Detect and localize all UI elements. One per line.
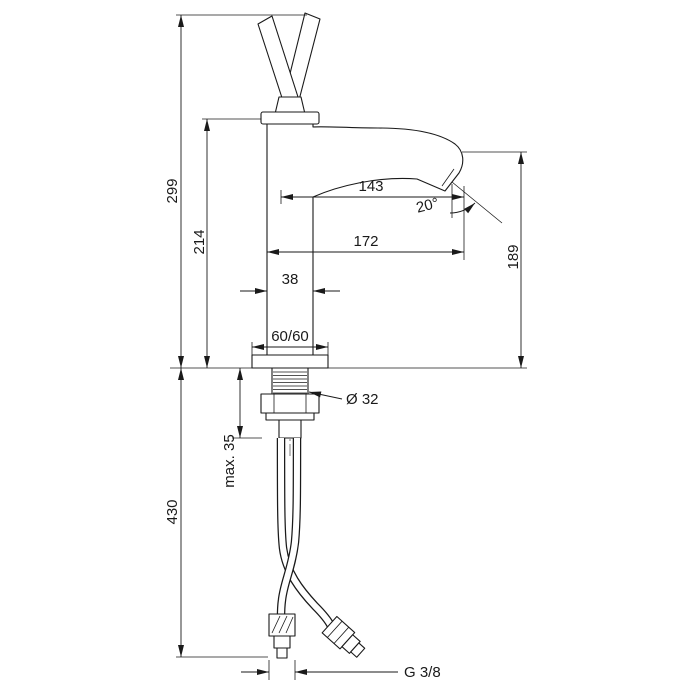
label-189: 189 (505, 244, 522, 269)
hose-connector-left (268, 613, 296, 659)
dimension-reach-143: 143 (280, 178, 465, 260)
dimension-height-214: 214 (191, 118, 261, 368)
label-dia-32: Ø 32 (346, 391, 379, 408)
supply-hoses (276, 437, 335, 629)
washer (265, 412, 315, 421)
label-430: 430 (164, 499, 181, 524)
handle-base-cap (260, 111, 320, 125)
label-38: 38 (282, 271, 299, 288)
thread-hatch (273, 371, 307, 394)
label-20deg: 20° (414, 195, 440, 217)
shank-tail (278, 419, 302, 439)
label-max-35: max. 35 (221, 434, 238, 487)
dimension-base-60-60: 60/60 (251, 328, 329, 356)
outlet-angle-ref (451, 181, 503, 224)
aerator-line (441, 168, 455, 187)
hose-right-inner (278, 437, 334, 628)
dimension-height-189: 189 (462, 151, 527, 368)
dimension-diameter-32: Ø 32 (308, 391, 379, 408)
dimension-height-430: 430 (164, 368, 268, 658)
body-and-spout-outline (266, 123, 464, 356)
escutcheon (251, 354, 329, 369)
mounting-nut (260, 393, 320, 414)
dimension-max-35: max. 35 (221, 368, 262, 488)
connector-left-mid (273, 635, 291, 649)
connector-right-tail (350, 642, 366, 658)
hose-connector-right (321, 615, 366, 658)
label-172: 172 (353, 233, 378, 250)
dimension-height-299: 299 (164, 14, 307, 368)
connector-left-tail (276, 647, 288, 659)
label-143: 143 (358, 178, 383, 195)
dimension-width-38: 38 (240, 271, 340, 294)
hose-left-inner (278, 437, 300, 619)
dimension-thread-g38: G 3/8 (241, 660, 441, 681)
faucet-body (266, 123, 503, 356)
label-214: 214 (191, 229, 208, 254)
dimension-reach-172: 172 (267, 233, 464, 255)
label-60-60: 60/60 (271, 328, 309, 345)
mounting-plate (251, 354, 329, 369)
threaded-shank (260, 367, 320, 439)
handle-lever-left (257, 15, 299, 105)
label-299: 299 (164, 178, 181, 203)
dimension-angle-20: 20° (414, 195, 476, 217)
faucet-handle (257, 12, 321, 125)
label-g38: G 3/8 (404, 664, 441, 681)
connector-left-nut (268, 613, 296, 637)
